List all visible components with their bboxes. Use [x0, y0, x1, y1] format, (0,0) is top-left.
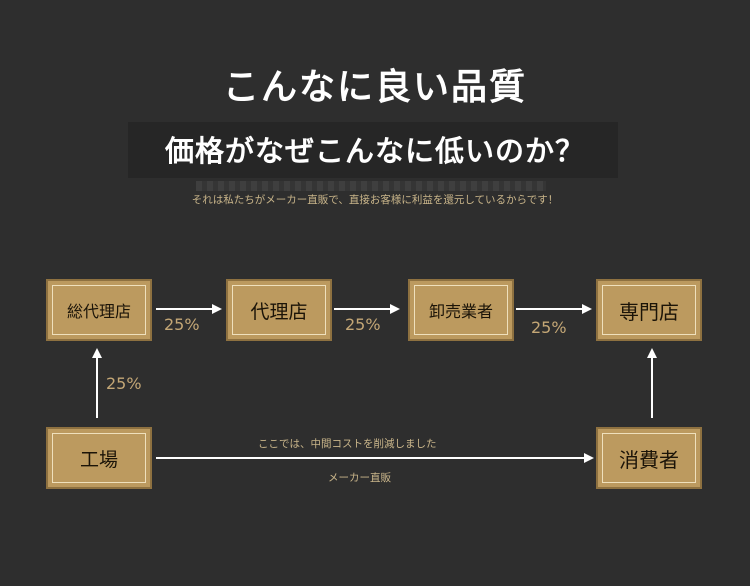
title-line-2: 価格がなぜこんなに低いのか？ [164, 134, 585, 168]
node-agency-label: 代理店 [250, 300, 308, 323]
node-general-agency-label: 総代理店 [66, 302, 131, 321]
node-wholesaler-label: 卸売業者 [428, 302, 493, 321]
margin-factory-to-general: 25% [106, 374, 142, 393]
direct-route-note-top: ここでは、中間コストを削減しました [258, 438, 437, 450]
node-consumer: 消費者 [596, 427, 702, 489]
subtitle: それは私たちがメーカー直販で、直接お客様に利益を還元しているからです！ [191, 194, 559, 206]
node-factory-label: 工場 [79, 448, 118, 471]
title-band [128, 122, 618, 178]
node-factory: 工場 [46, 427, 152, 489]
node-specialty-store: 専門店 [596, 279, 702, 341]
node-specialty-store-label: 専門店 [619, 299, 679, 324]
faded-text-strip [196, 181, 546, 191]
margin-wholesaler-to-store: 25% [531, 318, 567, 337]
title-line-1: こんなに良い品質 [222, 67, 527, 108]
direct-route-note-bottom: メーカー直販 [328, 472, 391, 484]
node-wholesaler: 卸売業者 [408, 279, 514, 341]
margin-agency-to-wholesaler: 25% [345, 315, 381, 334]
node-agency: 代理店 [226, 279, 332, 341]
node-consumer-label: 消費者 [619, 447, 679, 472]
margin-general-to-agency: 25% [164, 315, 200, 334]
node-general-agency: 総代理店 [46, 279, 152, 341]
